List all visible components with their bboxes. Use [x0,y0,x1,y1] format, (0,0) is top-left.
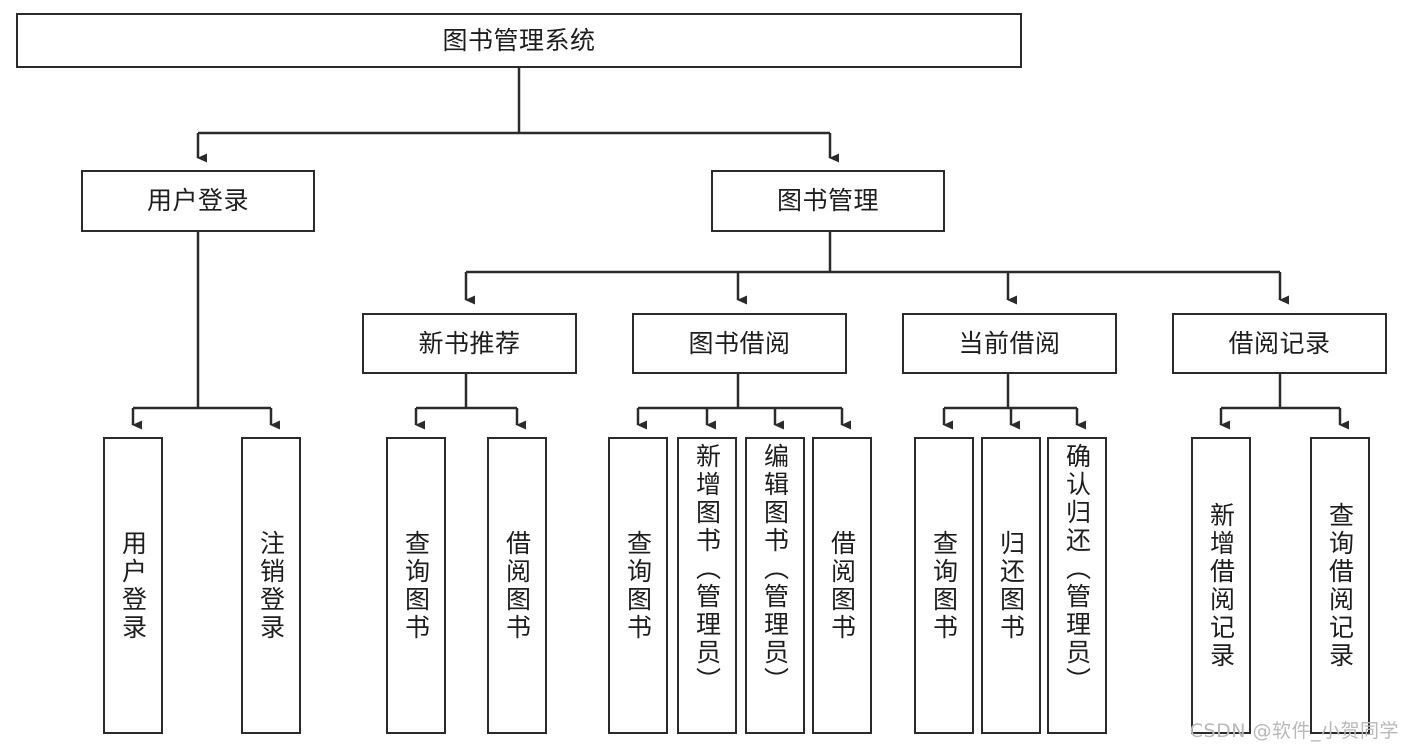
leaf-text-wrap: 借阅图书 [489,439,545,732]
node-leaf-confirm-return-admin[interactable]: 确认归还（管理员） [1047,437,1107,734]
node-book-management[interactable]: 图书管理 [711,170,945,232]
node-label: 图书借阅 [688,328,791,358]
node-label: 编辑图书（管理员） [760,443,790,695]
node-current-borrow[interactable]: 当前借阅 [902,313,1117,374]
node-leaf-edit-book-admin[interactable]: 编辑图书（管理员） [745,437,805,734]
node-label: 图书管理 [776,186,879,216]
node-label: 借阅图书 [827,529,857,642]
leaf-text-wrap: 查询借阅记录 [1312,439,1368,732]
leaf-text-wrap: 新增借阅记录 [1193,439,1249,732]
leaf-text-wrap: 归还图书 [983,439,1039,732]
node-label: 新增图书（管理员） [692,443,722,695]
node-label: 新书推荐 [418,328,521,358]
leaf-text-wrap: 用户登录 [105,439,161,732]
node-book-borrow[interactable]: 图书借阅 [632,313,847,374]
node-leaf-query-book-borrow[interactable]: 查询图书 [608,437,668,734]
leaf-text-wrap: 查询图书 [610,439,666,732]
node-user-login[interactable]: 用户登录 [81,170,315,232]
leaf-text-wrap: 注销登录 [243,439,299,732]
node-leaf-add-book-admin[interactable]: 新增图书（管理员） [677,437,737,734]
leaf-text-wrap: 查询图书 [388,439,444,732]
node-leaf-borrow-book[interactable]: 借阅图书 [812,437,872,734]
node-leaf-query-borrow-record[interactable]: 查询借阅记录 [1310,437,1370,734]
node-leaf-add-borrow-record[interactable]: 新增借阅记录 [1191,437,1251,734]
node-label: 查询图书 [929,529,959,642]
node-new-book-recommend[interactable]: 新书推荐 [362,313,577,374]
node-borrow-record[interactable]: 借阅记录 [1172,313,1387,374]
leaf-text-wrap: 确认归还（管理员） [1049,439,1105,732]
node-label: 新增借阅记录 [1206,501,1236,670]
leaf-text-wrap: 新增图书（管理员） [679,439,735,732]
watermark-text: CSDN @软件_小贺同学 [1189,720,1399,742]
node-root-system[interactable]: 图书管理系统 [16,13,1022,68]
node-leaf-query-book-recommend[interactable]: 查询图书 [386,437,446,734]
node-label: 借阅记录 [1228,328,1331,358]
node-leaf-return-book[interactable]: 归还图书 [981,437,1041,734]
node-leaf-borrow-book-recommend[interactable]: 借阅图书 [487,437,547,734]
node-label: 查询借阅记录 [1325,501,1355,670]
leaf-text-wrap: 借阅图书 [814,439,870,732]
node-leaf-query-book-current[interactable]: 查询图书 [914,437,974,734]
node-label: 查询图书 [623,529,653,642]
node-label: 图书管理系统 [442,25,596,55]
node-label: 归还图书 [996,529,1026,642]
node-label: 用户登录 [118,529,148,642]
node-label: 确认归还（管理员） [1062,443,1092,695]
node-leaf-logout[interactable]: 注销登录 [241,437,301,734]
node-label: 用户登录 [146,186,249,216]
leaf-text-wrap: 编辑图书（管理员） [747,439,803,732]
node-label: 当前借阅 [958,328,1061,358]
node-label: 注销登录 [256,529,286,642]
node-leaf-user-login[interactable]: 用户登录 [103,437,163,734]
node-label: 借阅图书 [502,529,532,642]
node-label: 查询图书 [401,529,431,642]
leaf-text-wrap: 查询图书 [916,439,972,732]
